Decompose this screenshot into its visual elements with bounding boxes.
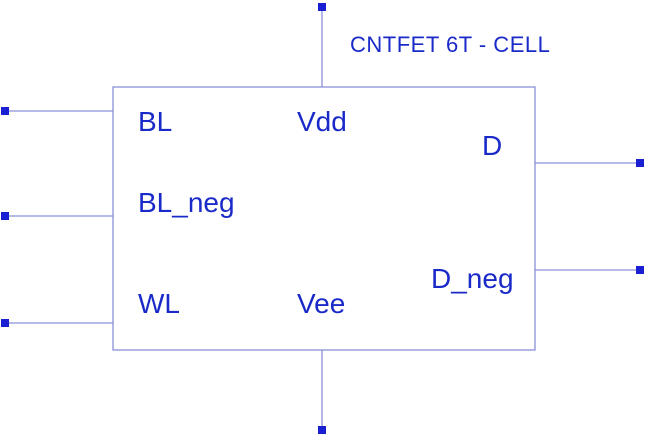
cell-body[interactable] (112, 86, 536, 351)
port-label-vdd: Vdd (297, 106, 347, 137)
vdd-pin[interactable] (318, 3, 326, 11)
port-label-wl: WL (138, 288, 180, 319)
port-label-d: D (482, 130, 502, 161)
bl-pin[interactable] (1, 107, 9, 115)
bl-neg-pin[interactable] (1, 212, 9, 220)
port-label-bl: BL (138, 106, 172, 137)
port-label-d-neg: D_neg (431, 263, 514, 294)
cell-title: CNTFET 6T - CELL (350, 32, 550, 57)
vee-pin[interactable] (318, 426, 326, 434)
port-label-bl-neg: BL_neg (138, 187, 235, 218)
d-neg-pin[interactable] (636, 266, 644, 274)
wl-pin[interactable] (1, 319, 9, 327)
d-pin[interactable] (636, 159, 644, 167)
port-label-vee: Vee (297, 288, 345, 319)
